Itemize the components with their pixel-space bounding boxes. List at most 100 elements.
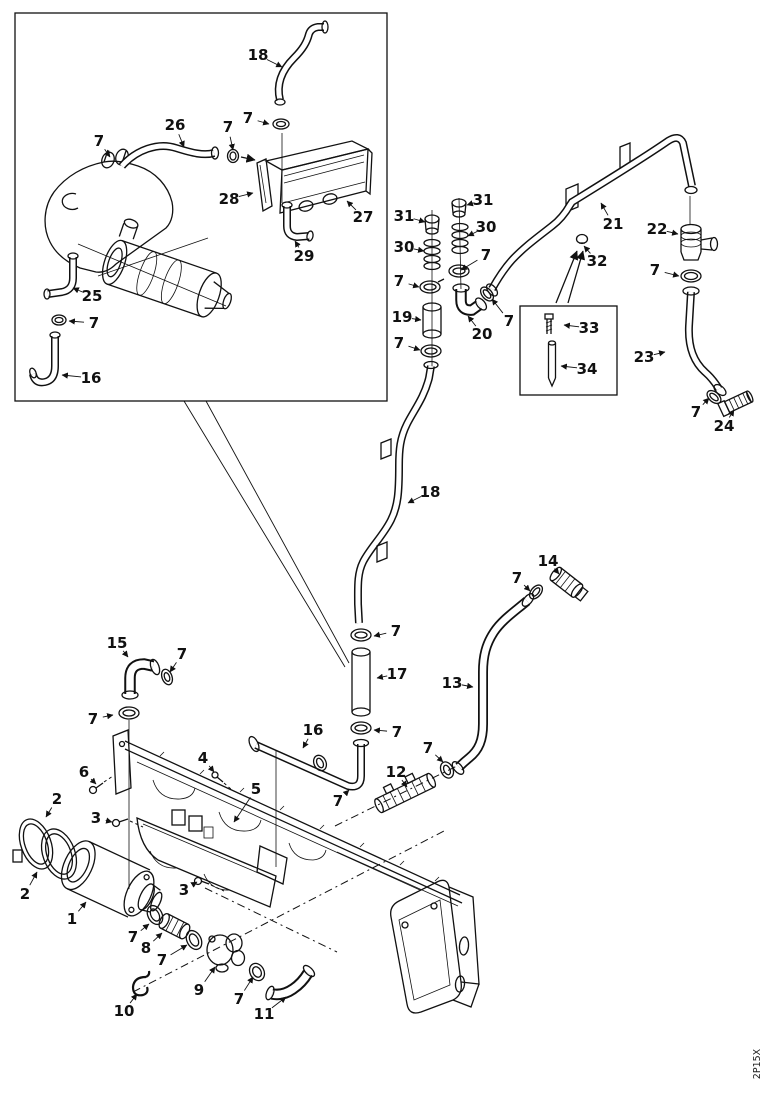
clamp-7-drawing [420, 344, 442, 358]
oring-7-drawing [226, 148, 256, 164]
pipe-16-main-drawing [248, 735, 370, 791]
pipe-16-inset-drawing [29, 331, 61, 387]
leader-line-25 [72, 287, 83, 294]
assembly-axis-line [204, 887, 338, 953]
bolt-3-drawing [193, 876, 225, 892]
part-callout-34: 34 [577, 360, 598, 378]
part-callout-7: 7 [333, 792, 343, 810]
hose-18-tab [380, 438, 392, 460]
tube-19-drawing [422, 302, 442, 339]
part-callout-4: 4 [198, 749, 208, 767]
part-callout-28: 28 [219, 190, 240, 208]
part-callout-5: 5 [251, 780, 261, 798]
part-callout-7: 7 [691, 403, 701, 421]
part-callout-3: 3 [91, 809, 101, 827]
hose-23-drawing [682, 286, 727, 397]
leader-line-16 [61, 372, 82, 379]
leader-line-11 [271, 996, 287, 1009]
leader-line-1 [78, 901, 87, 912]
clamp-7-drawing [185, 929, 203, 951]
leader-line-15 [121, 650, 129, 658]
clamp-7-drawing [312, 754, 328, 772]
leader-line-4 [207, 765, 215, 773]
part-callout-19: 19 [392, 308, 413, 326]
clamp-7-drawing [350, 628, 372, 642]
leader-line-7 [373, 631, 387, 638]
hook-10-drawing [131, 970, 151, 997]
part-callout-33: 33 [579, 319, 600, 337]
part-callout-21: 21 [603, 215, 624, 233]
leader-line-30 [467, 230, 478, 237]
sleeve-30-drawing [451, 222, 469, 255]
part-callout-7: 7 [128, 928, 138, 946]
leader-line-30 [413, 246, 425, 253]
part-callout-22: 22 [647, 220, 668, 238]
leader-line-7 [243, 976, 254, 991]
clamp-32-drawing [575, 233, 589, 245]
bolt-3-drawing [111, 818, 144, 828]
leader-line-19 [411, 315, 422, 323]
part-callout-6: 6 [79, 763, 89, 781]
leader-line-7 [68, 318, 85, 325]
clamp-7-drawing [272, 118, 290, 130]
part-callout-7: 7 [177, 645, 187, 663]
assembly-axis-line [334, 765, 458, 827]
leader-line-7 [342, 789, 350, 797]
clamp-7-drawing [101, 151, 115, 169]
part-callout-7: 7 [243, 109, 253, 127]
inset-detail-box [14, 12, 388, 402]
part-callout-7: 7 [512, 569, 522, 587]
part-callout-12: 12 [386, 763, 407, 781]
part-callout-7: 7 [423, 739, 433, 757]
leader-line-7 [228, 136, 235, 151]
leader-line-28 [238, 191, 254, 198]
part-callout-7: 7 [481, 246, 491, 264]
detail-arrow [567, 250, 586, 304]
leader-line-29 [294, 240, 301, 248]
part-callout-7: 7 [234, 990, 244, 1008]
elbow-25-drawing [43, 252, 79, 300]
detail-arrow [555, 250, 579, 304]
clamp-7-drawing [528, 584, 544, 600]
pipe-21-tab [565, 183, 579, 213]
part-callout-18: 18 [248, 46, 269, 64]
leader-line-7 [170, 944, 188, 956]
inset-link-line [205, 400, 350, 664]
part-callout-14: 14 [538, 552, 559, 570]
leader-line-7 [373, 727, 388, 734]
part-callout-18: 18 [420, 483, 441, 501]
part-callout-29: 29 [294, 247, 315, 265]
leader-line-6 [89, 777, 97, 785]
hose-26-drawing [118, 142, 220, 169]
leader-line-7 [702, 397, 710, 405]
leader-line-7 [664, 271, 680, 278]
oil-cooler-27-drawing [264, 140, 373, 214]
bolt-6-drawing [88, 775, 114, 795]
leader-line-10 [129, 993, 138, 1004]
part-callout-20: 20 [472, 325, 493, 343]
leader-line-18 [407, 496, 422, 504]
part-callout-7: 7 [223, 118, 233, 136]
elbow-20-drawing [452, 283, 488, 316]
leader-line-33 [563, 322, 580, 329]
clamp-7-drawing [160, 668, 174, 686]
leader-line-8 [152, 932, 163, 942]
leader-line-31 [466, 200, 474, 207]
part-callout-30: 30 [394, 238, 415, 256]
part-callout-25: 25 [82, 287, 103, 305]
leader-line-7 [140, 923, 150, 932]
leader-line-2 [45, 807, 53, 818]
pipe-21-drawing [485, 134, 698, 297]
assembly-axis-line [132, 830, 445, 993]
part-callout-7: 7 [394, 334, 404, 352]
part-callout-7: 7 [392, 723, 402, 741]
hose-18-tab [376, 541, 388, 563]
leader-line-17 [376, 673, 388, 680]
part-callout-30: 30 [476, 218, 497, 236]
leader-line-21 [600, 202, 609, 216]
leader-line-7 [491, 298, 504, 314]
image-code-watermark: 2P15X [752, 1048, 763, 1079]
plate-28-drawing [256, 158, 273, 213]
leader-line-13 [461, 682, 474, 689]
